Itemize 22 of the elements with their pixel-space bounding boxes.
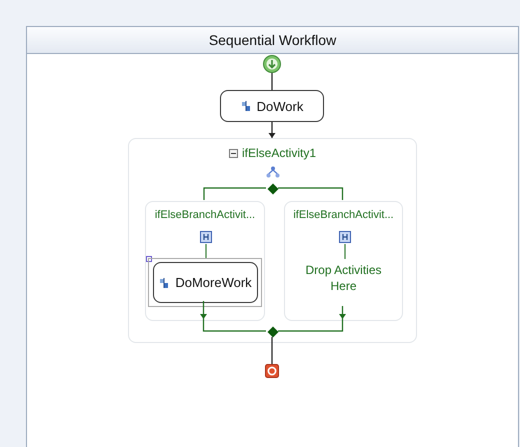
junction-diamond <box>267 183 279 195</box>
start-icon <box>263 55 281 73</box>
branch-title: ifElseBranchActivit... <box>292 209 395 221</box>
activity-label: DoWork <box>256 98 304 114</box>
arrow <box>278 306 346 332</box>
branch-panel <box>145 201 265 321</box>
arrow <box>200 301 266 332</box>
container-title: ifElseActivity1 <box>242 146 316 160</box>
stop-icon <box>265 364 279 378</box>
branch-title: ifElseBranchActivit... <box>154 209 256 221</box>
junction-diamond <box>267 326 279 338</box>
activity-label: DoMoreWork <box>175 275 252 290</box>
activity-box <box>220 90 324 122</box>
drop-hint: Drop Activities Here <box>304 262 383 294</box>
connector-line <box>271 337 273 364</box>
branch-panel <box>284 201 403 321</box>
connector-line <box>278 187 344 200</box>
connector-line <box>271 73 273 90</box>
if-else-container <box>128 138 417 343</box>
connector-line <box>203 187 266 200</box>
arrow <box>268 122 276 138</box>
diagram-title: Sequential Workflow <box>208 32 336 48</box>
